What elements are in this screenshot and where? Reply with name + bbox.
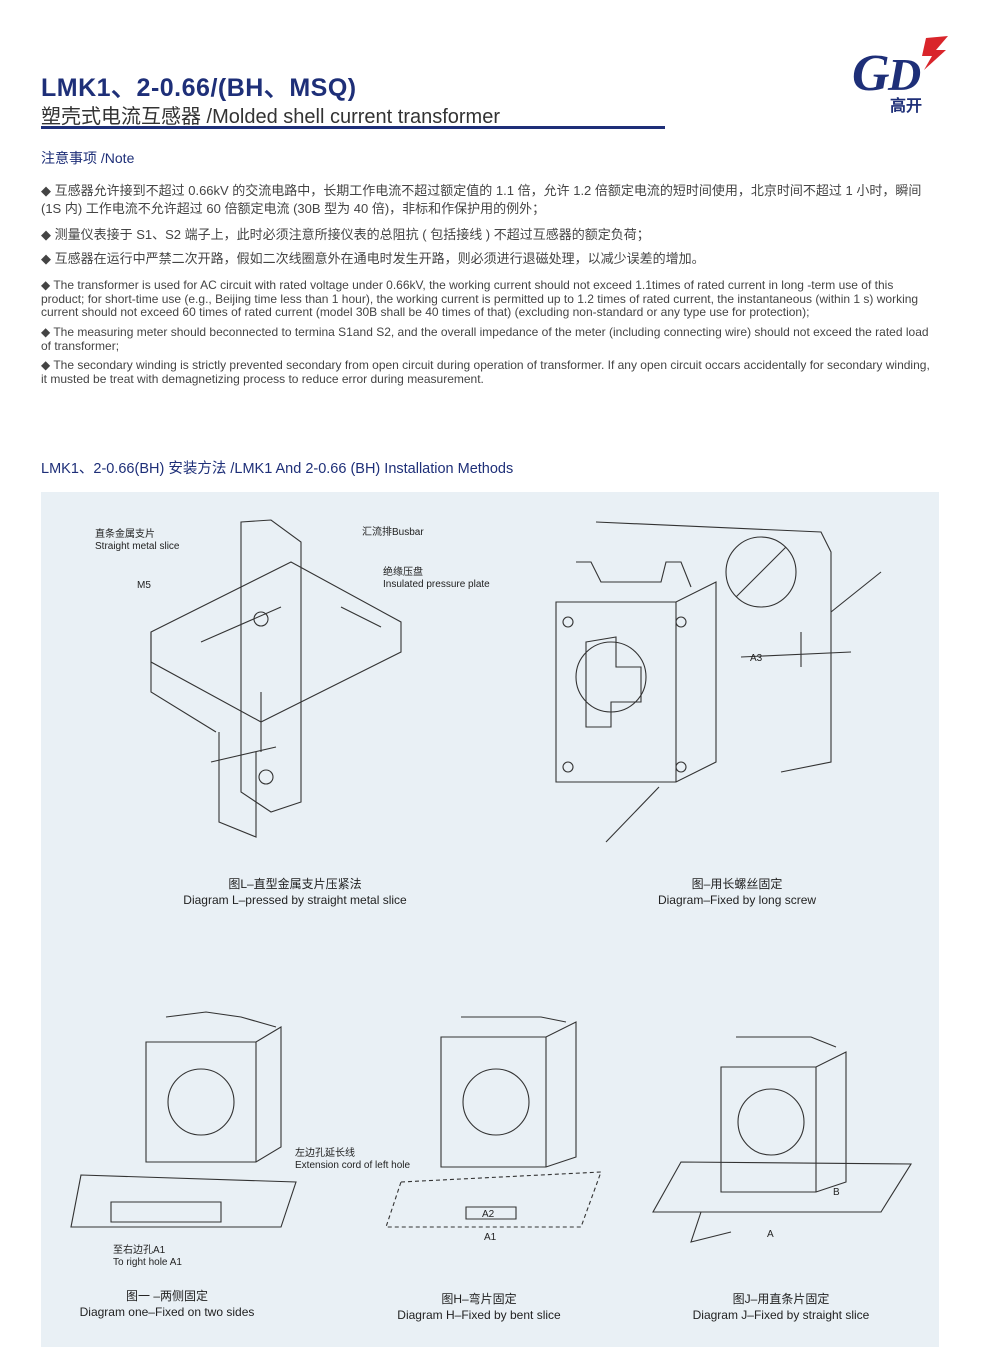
label-extension-cn: 左边孔延长线	[295, 1148, 355, 1159]
label-plate-en: Insulated pressure plate	[383, 579, 490, 590]
diagram-j-drawing	[652, 1036, 912, 1243]
label-right-hole-en: To right hole A1	[113, 1257, 182, 1268]
caption-diagram-l: 图L–直型金属支片压紧法 Diagram L–pressed by straigh…	[145, 876, 445, 908]
svg-text:D: D	[887, 49, 921, 100]
page-subtitle: 塑壳式电流互感器 /Molded shell current transform…	[41, 106, 501, 128]
installation-heading: LMK1、2-0.66(BH) 安装方法 /LMK1 And 2-0.66 (B…	[41, 461, 514, 477]
installation-diagrams	[70, 519, 912, 1243]
label-a2: A2	[482, 1209, 495, 1220]
note-cn-3: ◆ 互感器在运行中严禁二次开路，假如二次线圈意外在通电时发生开路，则必须进行退磁…	[41, 251, 705, 266]
caption-diagram-one: 图一 –两侧固定 Diagram one–Fixed on two sides	[17, 1288, 317, 1320]
caption-en: Diagram one–Fixed on two sides	[79, 1305, 255, 1319]
svg-text:高开: 高开	[890, 96, 922, 115]
label-right-hole-cn: 至右边孔A1	[113, 1245, 166, 1256]
note-cn-2: ◆ 测量仪表接于 S1、S2 端子上，此时必须注意所接仪表的总阻抗 ( 包括接线…	[41, 227, 650, 242]
caption-en: Diagram–Fixed by long screw	[657, 893, 817, 907]
caption-cn: 图–用长螺丝固定	[691, 877, 783, 891]
note-heading: 注意事项 /Note	[41, 150, 135, 166]
label-extension-en: Extension cord of left hole	[295, 1160, 411, 1171]
page-title: LMK1、2-0.66/(BH、MSQ)	[41, 74, 357, 102]
caption-diagram-j: 图J–用直条片固定 Diagram J–Fixed by straight sli…	[631, 1291, 931, 1323]
diagram-one-drawing	[70, 1011, 297, 1228]
note-cn-1: ◆ 互感器允许接到不超过 0.66kV 的交流电路中，长期工作电流不超过额定值的…	[41, 183, 922, 216]
caption-cn: 图L–直型金属支片压紧法	[228, 877, 362, 891]
lightning-icon	[922, 36, 948, 70]
svg-text:G: G	[852, 45, 890, 102]
label-a: A	[767, 1229, 774, 1240]
brand-logo: G D 高开	[850, 36, 950, 116]
label-slice-cn: 直条金属支片	[95, 529, 155, 540]
caption-cn: 图J–用直条片固定	[732, 1292, 830, 1306]
title-rule	[41, 126, 665, 129]
label-slice-en: Straight metal slice	[95, 541, 180, 552]
caption-cn: 图一 –两侧固定	[125, 1289, 208, 1303]
diagram-l-drawing	[150, 519, 402, 838]
caption-en: Diagram L–pressed by straight metal slic…	[183, 893, 407, 907]
label-a1: A1	[484, 1232, 497, 1243]
caption-en: Diagram J–Fixed by straight slice	[692, 1308, 870, 1322]
label-a3: A3	[750, 653, 763, 664]
diagram-screw-drawing	[555, 521, 882, 843]
label-busbar: 汇流排Busbar	[362, 527, 424, 538]
note-en-1: ◆ The transformer is used for AC circuit…	[41, 278, 919, 319]
note-en-2: ◆ The measuring meter should beconnected…	[41, 325, 929, 353]
label-plate-cn: 绝缘压盘	[383, 567, 423, 578]
caption-cn: 图H–弯片固定	[441, 1292, 517, 1306]
note-en-3: ◆ The secondary winding is strictly prev…	[41, 358, 930, 386]
caption-diagram-screw: 图–用长螺丝固定 Diagram–Fixed by long screw	[587, 876, 887, 908]
diagram-h-drawing	[385, 1016, 602, 1228]
caption-en: Diagram H–Fixed by bent slice	[397, 1308, 561, 1322]
label-b: B	[833, 1187, 840, 1198]
label-m5: M5	[137, 580, 151, 591]
caption-diagram-h: 图H–弯片固定 Diagram H–Fixed by bent slice	[329, 1291, 629, 1323]
